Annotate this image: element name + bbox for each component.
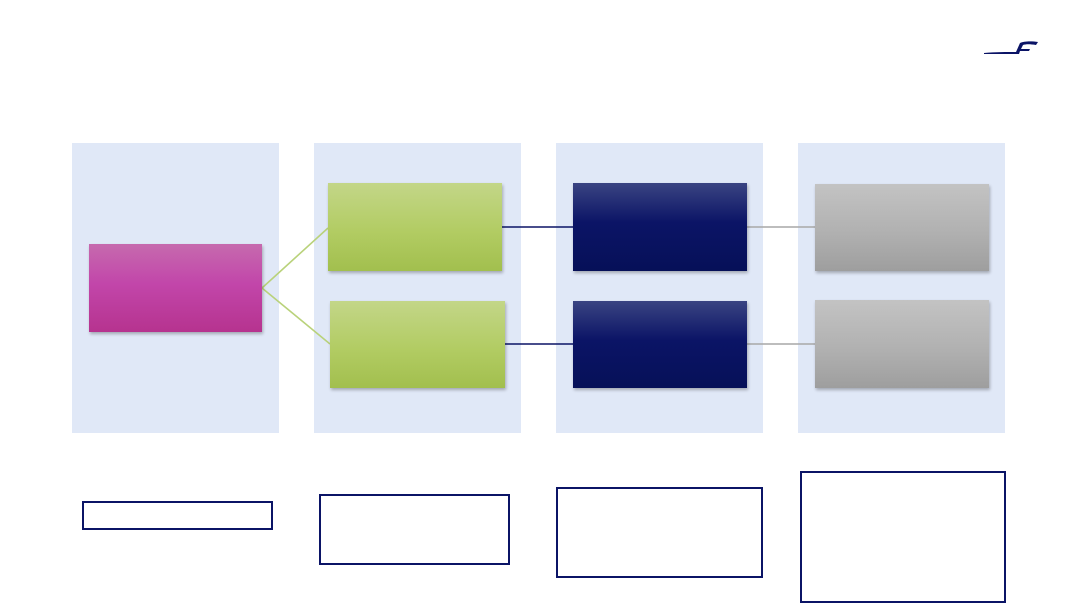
navy-box-top xyxy=(573,183,747,271)
note-box-4 xyxy=(800,471,1006,603)
green-box-bottom xyxy=(330,301,505,388)
note-box-3 xyxy=(556,487,763,578)
finnair-logo-icon xyxy=(984,41,1038,54)
grey-box-top xyxy=(815,184,989,271)
grey-box-bottom xyxy=(815,300,989,388)
note-box-1 xyxy=(82,501,273,530)
navy-box-bottom xyxy=(573,301,747,388)
root-box xyxy=(89,244,262,332)
green-box-top xyxy=(328,183,502,271)
note-box-2 xyxy=(319,494,510,565)
